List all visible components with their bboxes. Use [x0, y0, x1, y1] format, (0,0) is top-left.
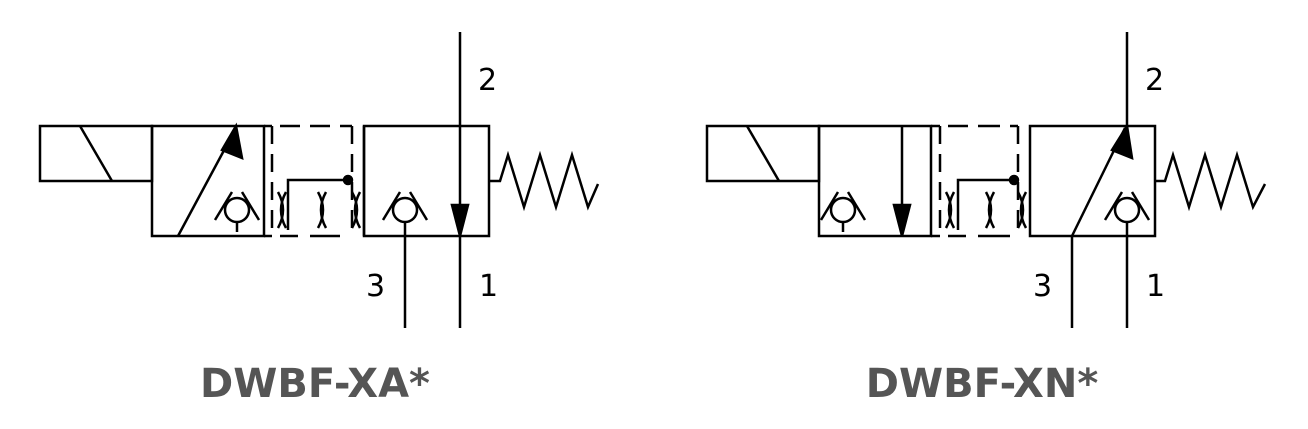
port-label-3: 3 — [366, 269, 385, 304]
port-label-1: 1 — [1146, 269, 1165, 304]
valve-envelope-left — [817, 124, 933, 238]
port-label-2: 2 — [478, 63, 497, 98]
pilot-section — [264, 124, 362, 238]
valve-envelope-right — [362, 32, 491, 328]
spring-symbol — [489, 150, 600, 212]
solenoid-actuator — [705, 124, 821, 183]
port-label-3: 3 — [1033, 269, 1052, 304]
valve-envelope-left — [150, 122, 266, 238]
diagram-dwbf-xn — [705, 32, 1267, 328]
diagram-title-left: DWBF-XA* — [200, 361, 430, 407]
diagram-dwbf-xa — [38, 32, 600, 328]
solenoid-actuator — [38, 124, 154, 183]
pilot-section — [931, 124, 1028, 238]
spring-symbol — [1155, 150, 1267, 212]
port-label-2: 2 — [1145, 63, 1164, 98]
diagram-title-right: DWBF-XN* — [866, 361, 1099, 407]
port-label-1: 1 — [479, 269, 498, 304]
